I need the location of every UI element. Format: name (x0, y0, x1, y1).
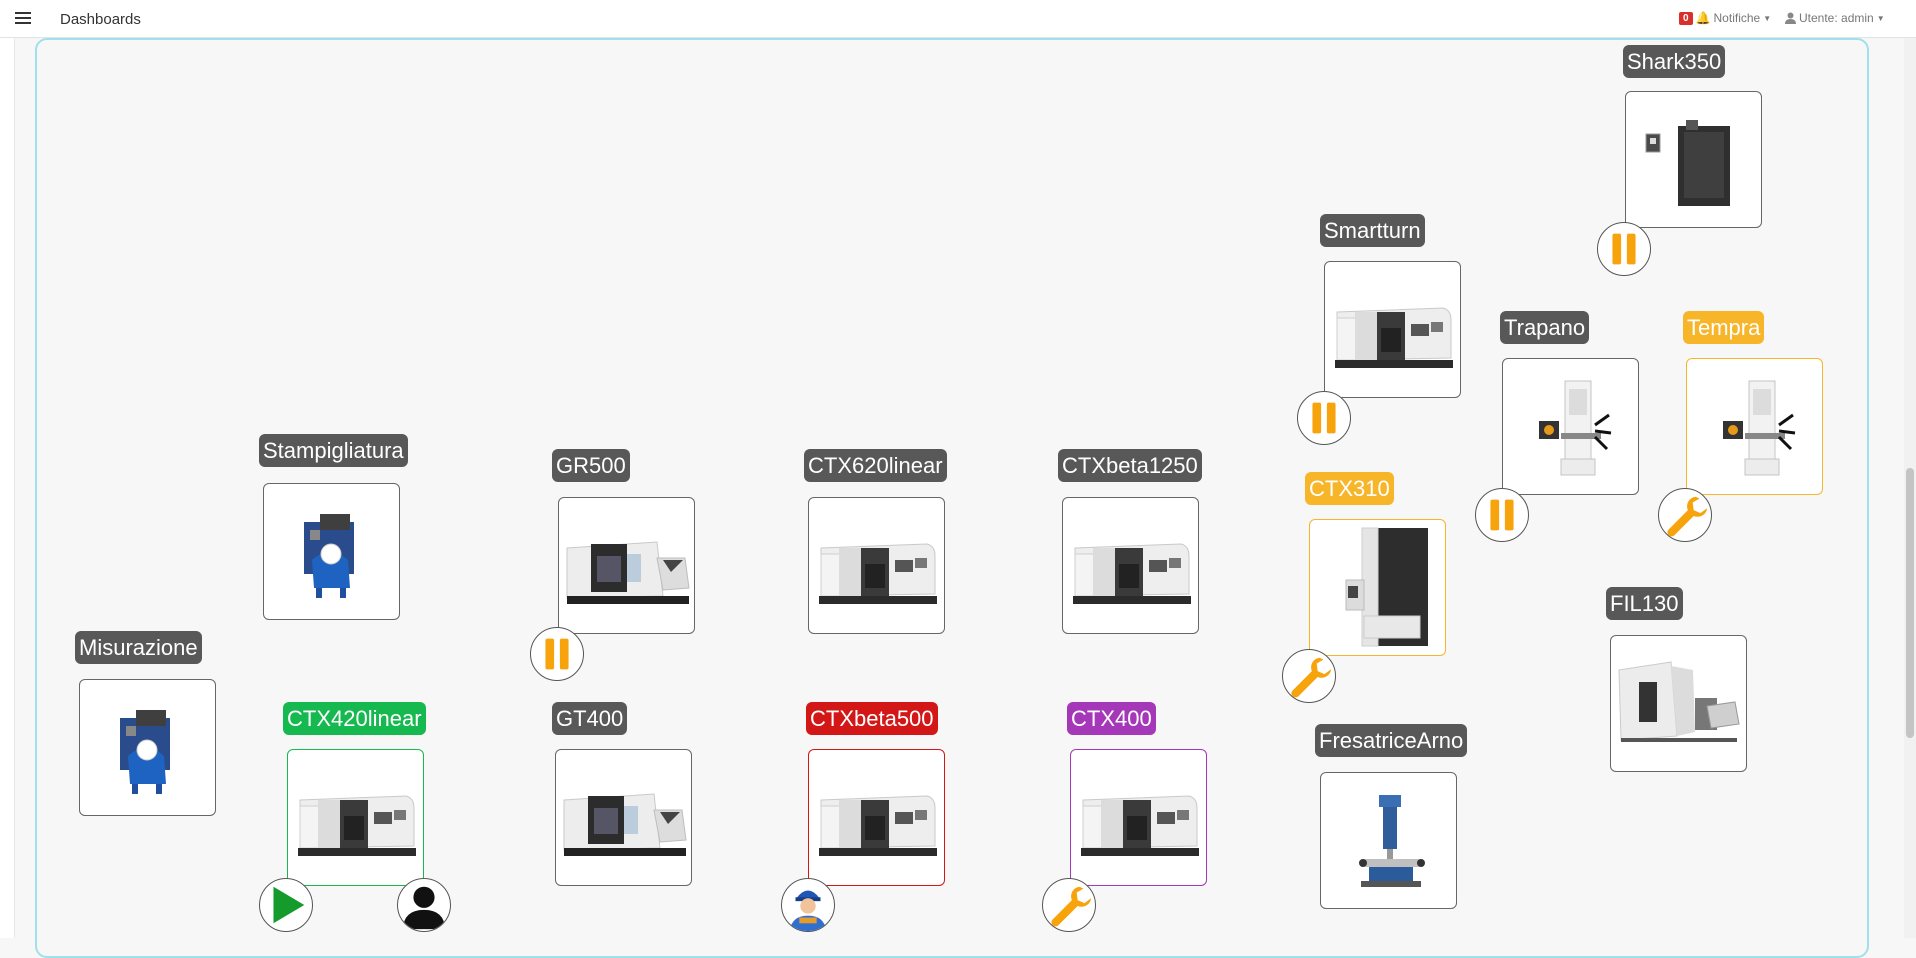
notifications-label: Notifiche (1713, 11, 1761, 25)
machine-card-misurazione[interactable] (79, 679, 216, 816)
machine-card-stampigliatura[interactable] (263, 483, 400, 620)
machine-label-gt400: GT400 (552, 702, 628, 735)
machine-label-ctxbeta500: CTXbeta500 (806, 702, 938, 735)
pause-icon (1597, 222, 1651, 276)
machine-label-trapano: Trapano (1500, 311, 1590, 344)
pause-icon (1297, 391, 1351, 445)
machine-label-ctx620linear: CTX620linear (804, 449, 947, 482)
machine-label-fil130: FIL130 (1606, 587, 1683, 620)
machine-card-tempra[interactable] (1686, 358, 1823, 495)
machine-label-misurazione: Misurazione (75, 631, 202, 664)
machine-label-gr500: GR500 (552, 449, 630, 482)
machine-label-ctxbeta1250: CTXbeta1250 (1058, 449, 1202, 482)
top-navbar: Dashboards 0 🔔 Notifiche ▼ Utente: admin… (0, 0, 1916, 38)
machine-card-ctx310[interactable] (1309, 519, 1446, 656)
machine-label-ctx420linear: CTX420linear (283, 702, 426, 735)
user-dropdown[interactable]: Utente: admin ▼ (1785, 11, 1885, 25)
left-sidebar-strip (0, 38, 15, 938)
caret-down-icon: ▼ (1876, 13, 1885, 23)
notifications-dropdown[interactable]: 0 🔔 Notifiche ▼ (1679, 11, 1771, 25)
page-title: Dashboards (60, 11, 141, 28)
wrench-icon (1282, 649, 1336, 703)
user-icon (397, 878, 451, 932)
wrench-icon (1042, 878, 1096, 932)
operator-icon (781, 878, 835, 932)
machine-label-ctx400: CTX400 (1067, 702, 1156, 735)
machine-card-ctx400[interactable] (1070, 749, 1207, 886)
user-icon (1785, 12, 1796, 24)
notifications-count-badge: 0 (1679, 11, 1693, 25)
machine-label-ctx310: CTX310 (1305, 472, 1394, 505)
user-label: Utente: admin (1799, 11, 1874, 25)
machine-label-stampigliatura: Stampigliatura (259, 434, 408, 467)
machine-card-gt400[interactable] (555, 749, 692, 886)
machine-card-ctx620linear[interactable] (808, 497, 945, 634)
play-icon (259, 878, 313, 932)
scrollbar-thumb[interactable] (1906, 468, 1914, 738)
caret-down-icon: ▼ (1763, 13, 1772, 23)
menu-icon[interactable] (12, 7, 34, 29)
machine-card-fil130[interactable] (1610, 635, 1747, 772)
machine-card-ctx420linear[interactable] (287, 749, 424, 886)
machine-card-shark350[interactable] (1625, 91, 1762, 228)
pause-icon (530, 627, 584, 681)
machine-card-smartturn[interactable] (1324, 261, 1461, 398)
machine-card-ctxbeta500[interactable] (808, 749, 945, 886)
machine-label-shark350: Shark350 (1623, 45, 1726, 78)
machine-label-tempra: Tempra (1683, 311, 1765, 344)
wrench-icon (1658, 488, 1712, 542)
machine-card-ctxbeta1250[interactable] (1062, 497, 1199, 634)
machine-label-fresatricearno: FresatriceArno (1315, 724, 1468, 757)
machine-label-smartturn: Smartturn (1320, 214, 1425, 247)
machine-card-gr500[interactable] (558, 497, 695, 634)
bell-icon: 🔔 (1695, 11, 1711, 25)
machine-card-trapano[interactable] (1502, 358, 1639, 495)
machine-card-fresatricearno[interactable] (1320, 772, 1457, 909)
vertical-scrollbar[interactable] (1904, 38, 1916, 938)
pause-icon (1475, 488, 1529, 542)
